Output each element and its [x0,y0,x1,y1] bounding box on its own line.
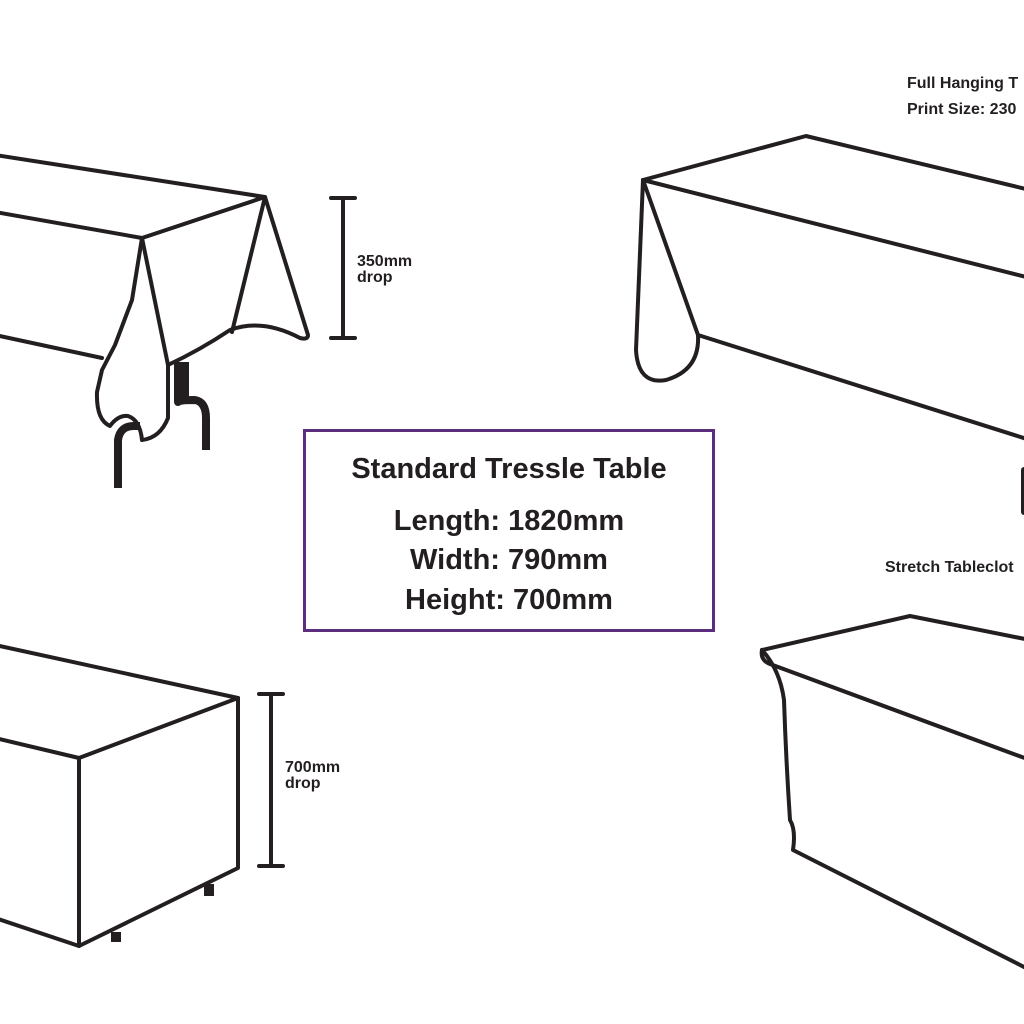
boxed-tablecloth-illustration [0,644,240,948]
fitted-tablecloth-illustration [0,153,310,488]
drop-value: 700mm [285,759,341,776]
drop-label-700: 700mm drop [285,760,340,792]
full-hanging-title: Full Hanging T [907,75,1019,92]
drop-word: drop [357,269,393,286]
drop-dimension-700 [257,692,285,868]
full-hanging-tablecloth-illustration [634,134,1024,515]
full-hanging-print-size: Print Size: 230 [907,101,1017,118]
table-spec-box: Standard Tressle Table Length: 1820mm Wi… [303,429,715,632]
spec-height: Height: 700mm [405,584,613,616]
spec-width: Width: 790mm [410,544,608,576]
drop-dimension-350 [329,196,357,340]
stretch-caption: Stretch Tableclot [885,555,1014,581]
drop-label-350: 350mm drop [357,254,412,286]
spec-length: Length: 1820mm [393,505,625,537]
full-hanging-caption: Full Hanging T Print Size: 230 [907,71,1018,123]
drop-word: drop [285,775,321,792]
stretch-tablecloth-illustration [759,614,1024,970]
spec-title: Standard Tressle Table [351,453,667,485]
drop-value: 350mm [357,253,413,270]
stretch-title: Stretch Tableclot [885,559,1014,576]
